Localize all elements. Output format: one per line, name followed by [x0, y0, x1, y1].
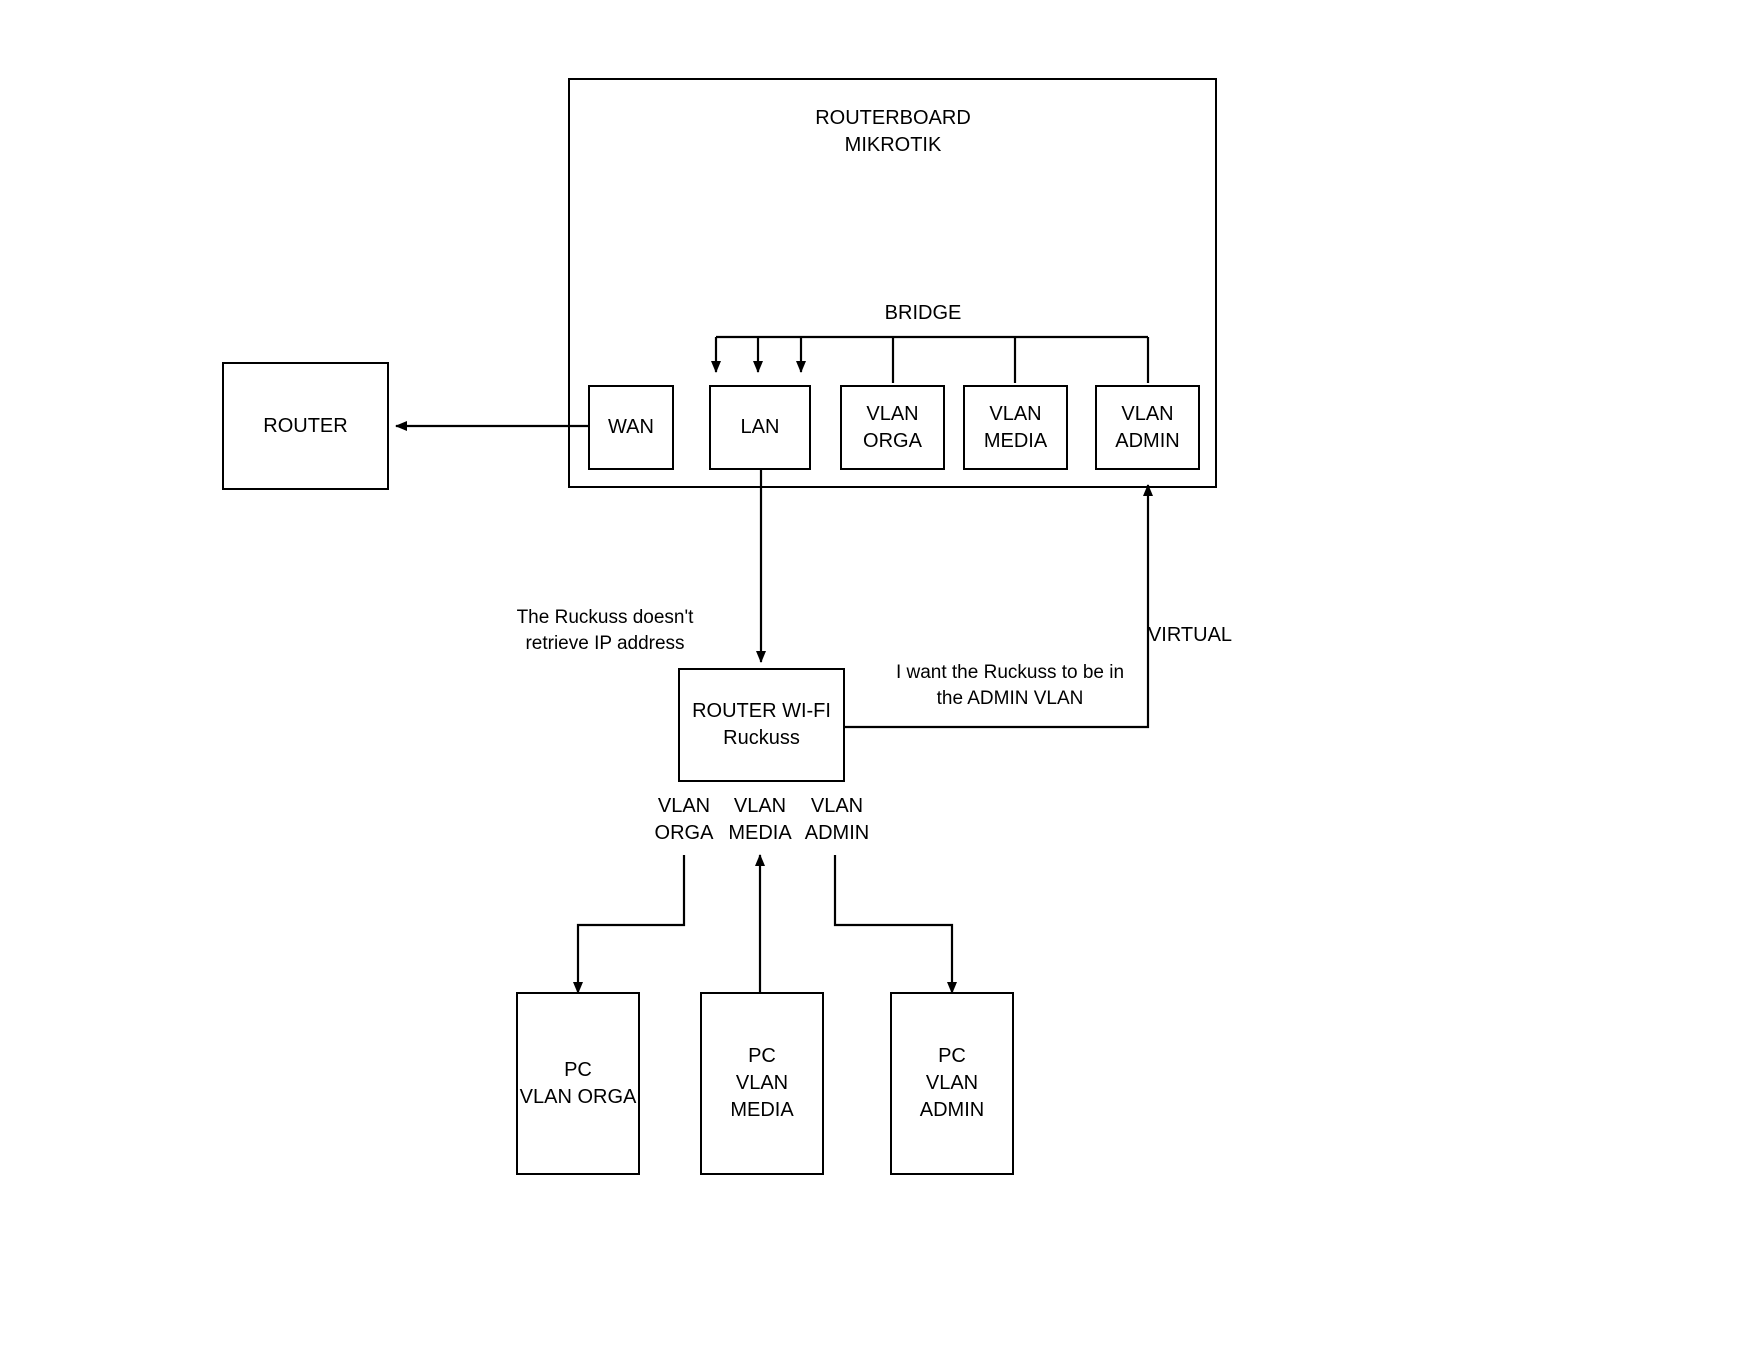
edge-wifi-admin-to-pc	[833, 855, 957, 994]
label-note-no-ip: The Ruckuss doesn't retrieve IP address	[516, 607, 694, 654]
node-pc-vlan-admin[interactable]: PC VLAN ADMIN	[890, 992, 1014, 1175]
node-router-wifi-label: ROUTER WI-FI Ruckuss	[692, 700, 831, 749]
node-lan[interactable]: LAN	[709, 385, 811, 470]
node-vlan-media-label: VLAN MEDIA	[983, 402, 1048, 452]
label-note-admin-vlan: I want the Ruckuss to be in the ADMIN VL…	[895, 662, 1125, 709]
routerboard-title: ROUTERBOARD MIKROTIK	[815, 107, 971, 156]
node-router-wifi[interactable]: ROUTER WI-FI Ruckuss	[678, 668, 845, 782]
node-vlan-media[interactable]: VLAN MEDIA	[963, 385, 1068, 470]
node-wan[interactable]: WAN	[588, 385, 674, 470]
node-wan-label: WAN	[608, 416, 654, 438]
node-pc-vlan-orga-label: PC VLAN ORGA	[519, 1058, 637, 1108]
node-pc-vlan-orga[interactable]: PC VLAN ORGA	[516, 992, 640, 1175]
node-pc-vlan-admin-label: PC VLAN ADMIN	[919, 1045, 985, 1121]
label-virtual: VIRTUAL	[1147, 624, 1233, 646]
edge-wifi-orga-to-pc	[573, 855, 686, 994]
node-vlan-admin[interactable]: VLAN ADMIN	[1095, 385, 1200, 470]
node-pc-vlan-media-label: PC VLAN MEDIA	[730, 1045, 794, 1121]
label-wifi-vlan-media: VLAN MEDIA	[728, 795, 792, 844]
label-wifi-vlan-admin: VLAN ADMIN	[804, 795, 870, 844]
node-pc-vlan-media[interactable]: PC VLAN MEDIA	[700, 992, 824, 1175]
label-wifi-vlan-orga: VLAN ORGA	[654, 795, 714, 844]
node-router-label: ROUTER	[263, 414, 348, 437]
node-lan-label: LAN	[740, 416, 780, 438]
node-router[interactable]: ROUTER	[222, 362, 389, 490]
node-vlan-orga-label: VLAN ORGA	[863, 402, 922, 452]
label-bridge: BRIDGE	[884, 302, 962, 324]
node-vlan-orga[interactable]: VLAN ORGA	[840, 385, 945, 470]
routerboard-container	[568, 78, 1217, 488]
node-vlan-admin-label: VLAN ADMIN	[1115, 402, 1180, 452]
edge-wifi-to-vlan-admin	[844, 484, 1153, 729]
